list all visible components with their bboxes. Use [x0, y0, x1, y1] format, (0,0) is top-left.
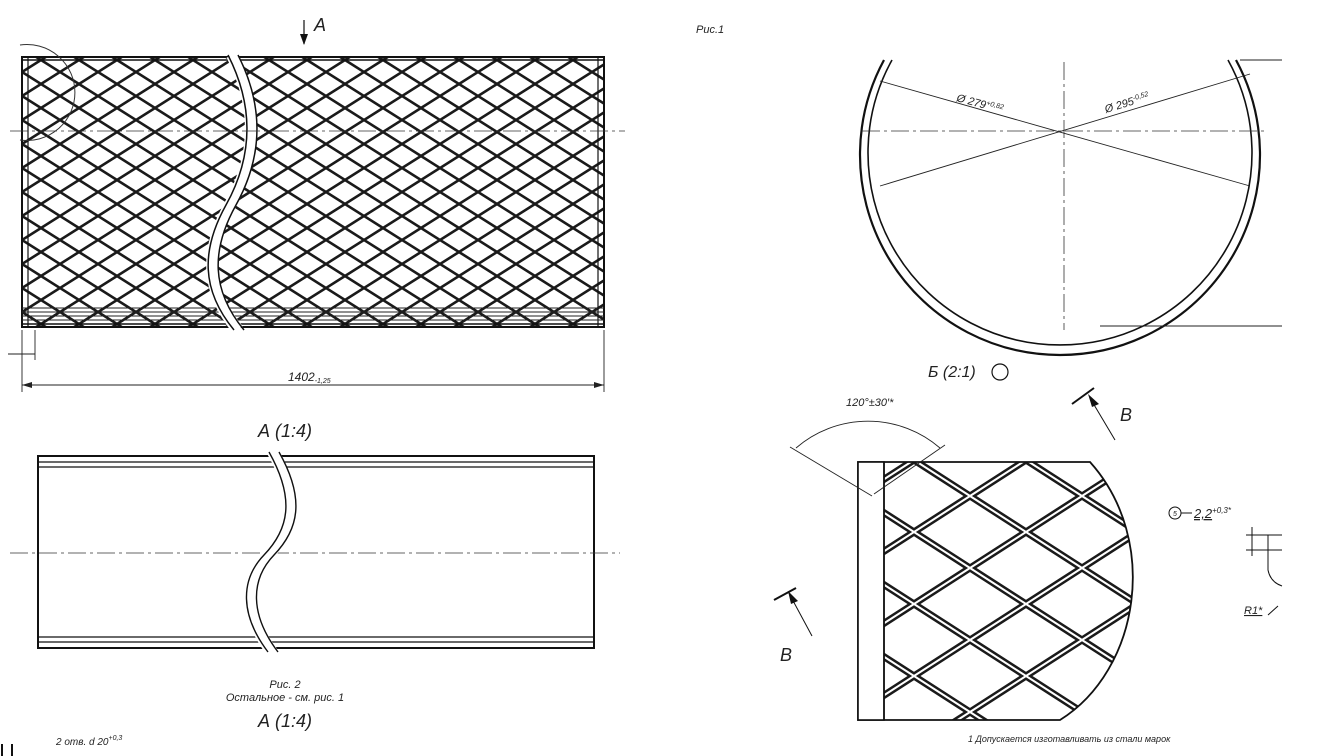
detail-b-knurl	[857, 461, 1134, 721]
page-mark	[1, 744, 13, 756]
circle-section: Ø 279+0,82 Ø 295-0,52	[858, 59, 1282, 357]
section-a-title: А (1:4)	[257, 421, 312, 441]
break-line	[206, 52, 257, 334]
profile-sketch	[1246, 527, 1283, 587]
bottom-right-note: 1 Допускается изготавливать из стали мар…	[968, 734, 1171, 744]
inner-diameter: Ø 279+0,82	[954, 92, 1004, 116]
section-v-label-bottom: В	[780, 645, 792, 665]
view-arrow-label: А	[313, 15, 326, 35]
radius-note: R1*	[1244, 605, 1263, 617]
knurled-surface	[21, 56, 605, 328]
section-v-bottom	[773, 587, 813, 637]
ref-number: 5	[1173, 511, 1177, 518]
fig2-caption: Рис. 2	[269, 679, 300, 691]
section-v-top	[1071, 387, 1116, 441]
bottom-left-note: 2 отв. d 20+0,3	[55, 735, 122, 748]
angle-dimension	[789, 420, 946, 497]
angle-label: 120°±30′*	[846, 397, 894, 409]
detail-circle	[19, 44, 76, 141]
section-v-label-top: В	[1120, 405, 1132, 425]
fig1-tube: А 1402-1,25	[8, 15, 625, 392]
length-dimension: 1402-1,25	[288, 370, 331, 385]
fig2-note: Остальное - см. рис. 1	[226, 692, 344, 704]
section-a-title-bottom: А (1:4)	[257, 711, 312, 731]
section-a-tube	[10, 449, 620, 656]
circle-symbol	[991, 363, 1009, 381]
thickness-note: 2,2+0,3*	[1193, 506, 1232, 521]
detail-b-title: Б (2:1)	[928, 364, 976, 381]
outer-diameter: Ø 295-0,52	[1102, 91, 1150, 116]
fig1-caption: Рис.1	[696, 24, 724, 36]
